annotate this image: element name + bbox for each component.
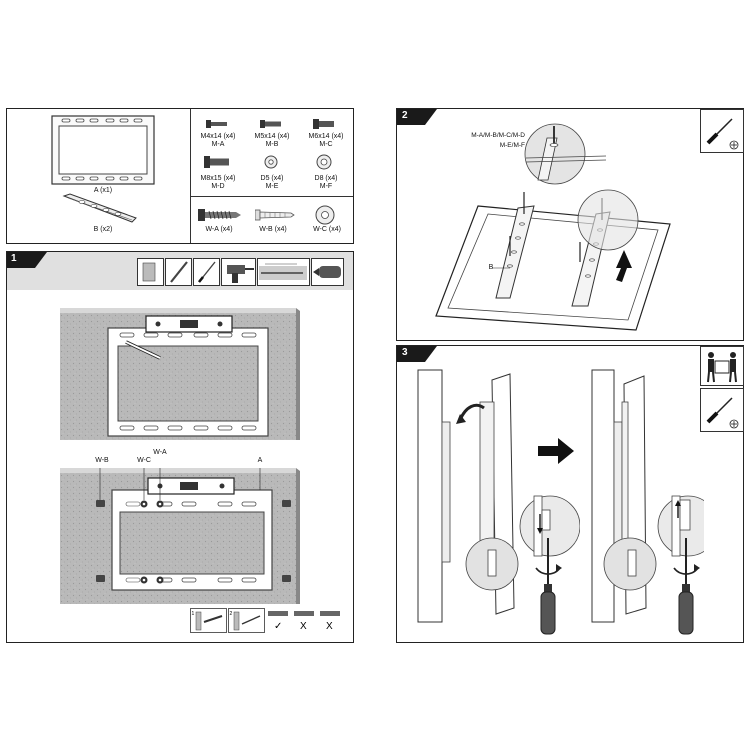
screw-m-b-spec: M5x14 (x4) (254, 133, 290, 140)
washer-m-f-spec: D8 (x4) (314, 175, 338, 182)
svg-text:X: X (300, 621, 307, 632)
callout-a: A (257, 457, 263, 464)
step3-number-tab (397, 346, 437, 362)
screw-m-a-icon (206, 120, 227, 128)
wall-bracket-a-drawing (51, 115, 155, 185)
washer-w-c-icon (315, 205, 335, 225)
callout-washers-m-e-m-f: M-E/M-F (499, 142, 525, 149)
screw-m-b-code: M-B (265, 141, 279, 148)
svg-text:1: 1 (192, 611, 195, 617)
screw-m-d-spec: M8x15 (x4) (200, 175, 236, 182)
bracket-a-label: A (x1) (93, 187, 113, 194)
lag-bolt-w-a-label: W-A (x4) (205, 226, 233, 233)
step1-bracket-mounted-scene (60, 468, 300, 604)
step1-number: 1 (11, 253, 17, 264)
washer-w-c-label: W-C (x4) (313, 226, 341, 233)
callout-rail-b: B (488, 264, 494, 271)
svg-text:X: X (326, 621, 333, 632)
washer-m-f-icon (316, 154, 332, 170)
step3-lock-tv-scene (591, 369, 704, 635)
washer-m-e-spec: D5 (x4) (260, 175, 284, 182)
drill-check-icons: 1 2 ✓ X X (190, 608, 340, 633)
screw-m-b-icon (260, 120, 281, 128)
svg-text:✓: ✓ (274, 621, 282, 632)
step2-number: 2 (402, 110, 408, 121)
rail-b-label: B (x2) (93, 226, 113, 233)
step2-number-tab (397, 109, 437, 125)
washer-m-f-code: M-F (319, 183, 333, 190)
step2-rails-to-tv-scene (435, 123, 671, 331)
washer-m-e-code: M-E (265, 183, 279, 190)
callout-w-a: W-A (153, 449, 167, 456)
parts-divider-vertical (190, 109, 192, 243)
screw-m-c-code: M-C (319, 141, 333, 148)
parts-panel (6, 108, 354, 244)
step2-panel (396, 108, 744, 341)
screw-m-d-icon (204, 156, 229, 168)
callout-w-c: W-C (137, 457, 151, 464)
rail-b-drawing (62, 193, 137, 223)
step1-panel (6, 251, 354, 643)
screw-m-c-spec: M6x14 (x4) (308, 133, 344, 140)
screw-m-d-code: M-D (211, 183, 225, 190)
wall-anchor-w-b-icon (255, 209, 295, 221)
callout-w-b: W-B (95, 457, 109, 464)
callout-screws-m-a-m-d: M-A/M-B/M-C/M-D (471, 132, 525, 139)
wall-anchor-w-b-label: W-B (x4) (259, 226, 287, 233)
step3-hang-tv-scene (417, 369, 580, 635)
parts-divider-horizontal (191, 196, 353, 198)
screw-m-c-icon (313, 119, 334, 129)
washer-m-e-icon (264, 155, 278, 169)
screw-m-a-spec: M4x14 (x4) (200, 133, 236, 140)
svg-text:2: 2 (230, 611, 233, 617)
screw-m-a-code: M-A (211, 141, 225, 148)
screwdriver-icon-step3 (700, 388, 744, 432)
tools-strip-icon (137, 258, 344, 286)
step3-panel (396, 345, 744, 643)
lag-bolt-w-a-icon (198, 209, 241, 221)
two-person-lift-icon (700, 346, 744, 386)
next-arrow-icon (538, 438, 574, 464)
screwdriver-icon (700, 109, 744, 153)
step1-number-tab (7, 252, 47, 268)
step1-level-scene (60, 308, 300, 440)
step3-number: 3 (402, 347, 408, 358)
